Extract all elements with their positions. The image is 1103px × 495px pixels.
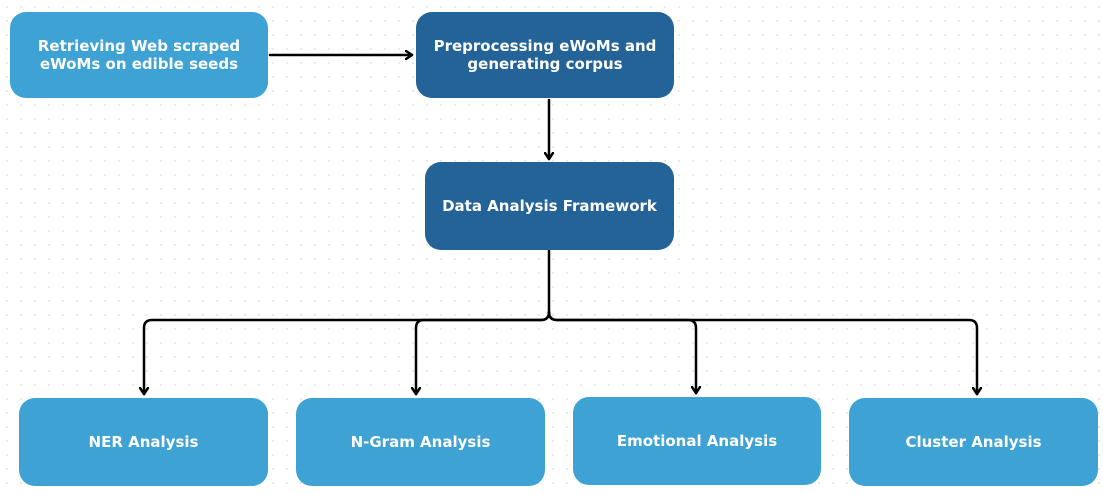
node-ngram: N-Gram Analysis: [296, 398, 545, 486]
node-framework: Data Analysis Framework: [425, 162, 674, 250]
arrow-framework-to-ngram: [416, 310, 551, 396]
node-retrieve: Retrieving Web scraped eWoMs on edible s…: [10, 12, 268, 98]
node-emotional: Emotional Analysis: [573, 397, 821, 485]
node-preprocess-label: Preprocessing eWoMs and generating corpu…: [433, 37, 657, 73]
arrow-framework-to-emotional: [547, 310, 696, 395]
node-preprocess: Preprocessing eWoMs and generating corpu…: [416, 12, 674, 98]
node-ner: NER Analysis: [19, 398, 268, 486]
node-ner-label: NER Analysis: [88, 433, 199, 451]
arrow-framework-to-ner: [144, 249, 551, 396]
node-framework-label: Data Analysis Framework: [442, 197, 657, 215]
node-cluster: Cluster Analysis: [849, 398, 1098, 486]
node-retrieve-label: Retrieving Web scraped eWoMs on edible s…: [37, 37, 241, 73]
arrow-framework-to-cluster: [547, 310, 977, 396]
node-cluster-label: Cluster Analysis: [905, 433, 1042, 451]
node-ngram-label: N-Gram Analysis: [350, 433, 491, 451]
node-emotional-label: Emotional Analysis: [616, 432, 778, 450]
